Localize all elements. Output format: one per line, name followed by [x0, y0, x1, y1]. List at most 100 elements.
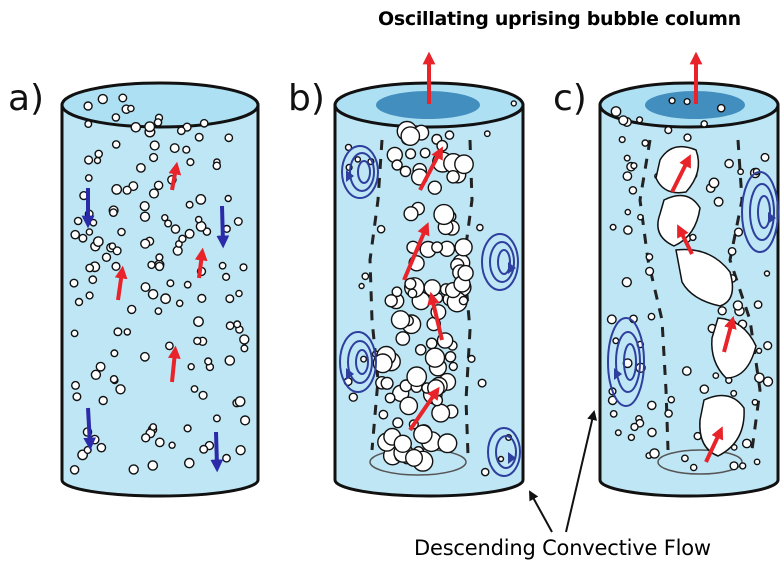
bubble: [113, 327, 123, 337]
bubble: [115, 384, 126, 395]
bubble: [433, 203, 455, 226]
bubble: [84, 174, 93, 182]
bubble: [160, 293, 172, 305]
bubble: [444, 350, 457, 363]
uprising-arrow: [427, 291, 444, 341]
bubble: [147, 288, 159, 300]
bubble: [436, 139, 449, 152]
bubble: [175, 299, 184, 308]
bubble: [609, 223, 617, 231]
uprising-arrow: [418, 146, 443, 191]
bubble: [85, 263, 95, 273]
bubble: [153, 180, 164, 191]
bubble: [111, 261, 121, 272]
vortex: [487, 427, 521, 477]
bubble: [724, 158, 734, 169]
bubble: [72, 392, 82, 402]
bubble: [164, 219, 173, 228]
bubble: [225, 294, 235, 304]
bubble: [140, 282, 151, 293]
bubble: [126, 304, 137, 315]
large-bubble: [675, 248, 734, 307]
bubble: [147, 460, 159, 471]
bubble: [733, 227, 744, 237]
bubble: [154, 307, 163, 315]
bubble: [225, 321, 235, 331]
bubble: [762, 376, 774, 387]
bubble: [97, 93, 109, 105]
bubble: [683, 133, 692, 142]
bubble: [70, 329, 79, 338]
bubble: [372, 353, 393, 374]
bubble: [414, 343, 427, 356]
bubble: [155, 253, 164, 262]
bubble: [183, 280, 192, 289]
bubble: [239, 334, 250, 345]
bubble: [399, 396, 419, 416]
bubble: [395, 331, 411, 346]
large-bubble: [657, 194, 701, 247]
bubble: [198, 390, 208, 400]
bubble: [166, 279, 175, 288]
bubble: [184, 228, 195, 239]
bubble: [193, 316, 204, 327]
bubble: [717, 306, 727, 316]
bubble: [431, 403, 451, 423]
bubble: [404, 277, 417, 290]
bubble: [737, 168, 744, 176]
bubble: [235, 445, 246, 456]
bubble: [700, 120, 709, 128]
bubble: [354, 156, 362, 163]
bubble: [378, 409, 389, 420]
bubble: [139, 351, 150, 362]
bubble: [405, 148, 417, 160]
bubble: [108, 242, 117, 250]
bubble: [454, 238, 473, 257]
bubble: [70, 229, 80, 240]
bubble: [140, 433, 151, 443]
bubble: [683, 97, 691, 106]
vortex: [339, 331, 377, 393]
bubble: [222, 453, 231, 463]
bubble: [96, 442, 107, 453]
bubble: [109, 208, 118, 218]
bubble: [78, 233, 88, 243]
bubble: [224, 194, 232, 203]
uprising-arrow: [408, 386, 440, 432]
bubble: [170, 224, 181, 234]
bubble: [480, 467, 490, 477]
large-bubble: [699, 394, 745, 457]
bubble: [637, 213, 644, 221]
caption-pointers: [529, 410, 598, 533]
bubble: [713, 196, 724, 207]
bubble: [618, 115, 629, 126]
uprising-arrow: [670, 154, 691, 193]
bubble: [204, 357, 213, 366]
bubble: [751, 398, 759, 406]
uprising-arrow: [402, 222, 430, 281]
bubble: [630, 422, 639, 432]
bubble: [425, 337, 438, 350]
bubble: [83, 155, 94, 165]
bubble: [239, 263, 248, 272]
bubble: [73, 216, 83, 226]
pointer-to-cylinder-b: [529, 490, 553, 533]
bubble: [732, 300, 744, 311]
bubble: [194, 132, 204, 142]
bubble: [457, 264, 474, 282]
vortex: [741, 171, 779, 253]
bubble: [730, 389, 738, 397]
bubble: [444, 130, 455, 140]
bubble: [153, 118, 163, 127]
bubble: [92, 236, 104, 248]
bubble: [197, 293, 207, 304]
bubble: [222, 272, 231, 282]
vortex: [607, 317, 645, 407]
cylinder-a-top: [60, 81, 260, 129]
uprising-arrow: [114, 265, 128, 301]
bubble: [186, 158, 195, 167]
bubble: [618, 136, 626, 144]
bubble: [664, 409, 673, 418]
bubble: [109, 375, 119, 384]
large-bubble: [711, 317, 757, 379]
